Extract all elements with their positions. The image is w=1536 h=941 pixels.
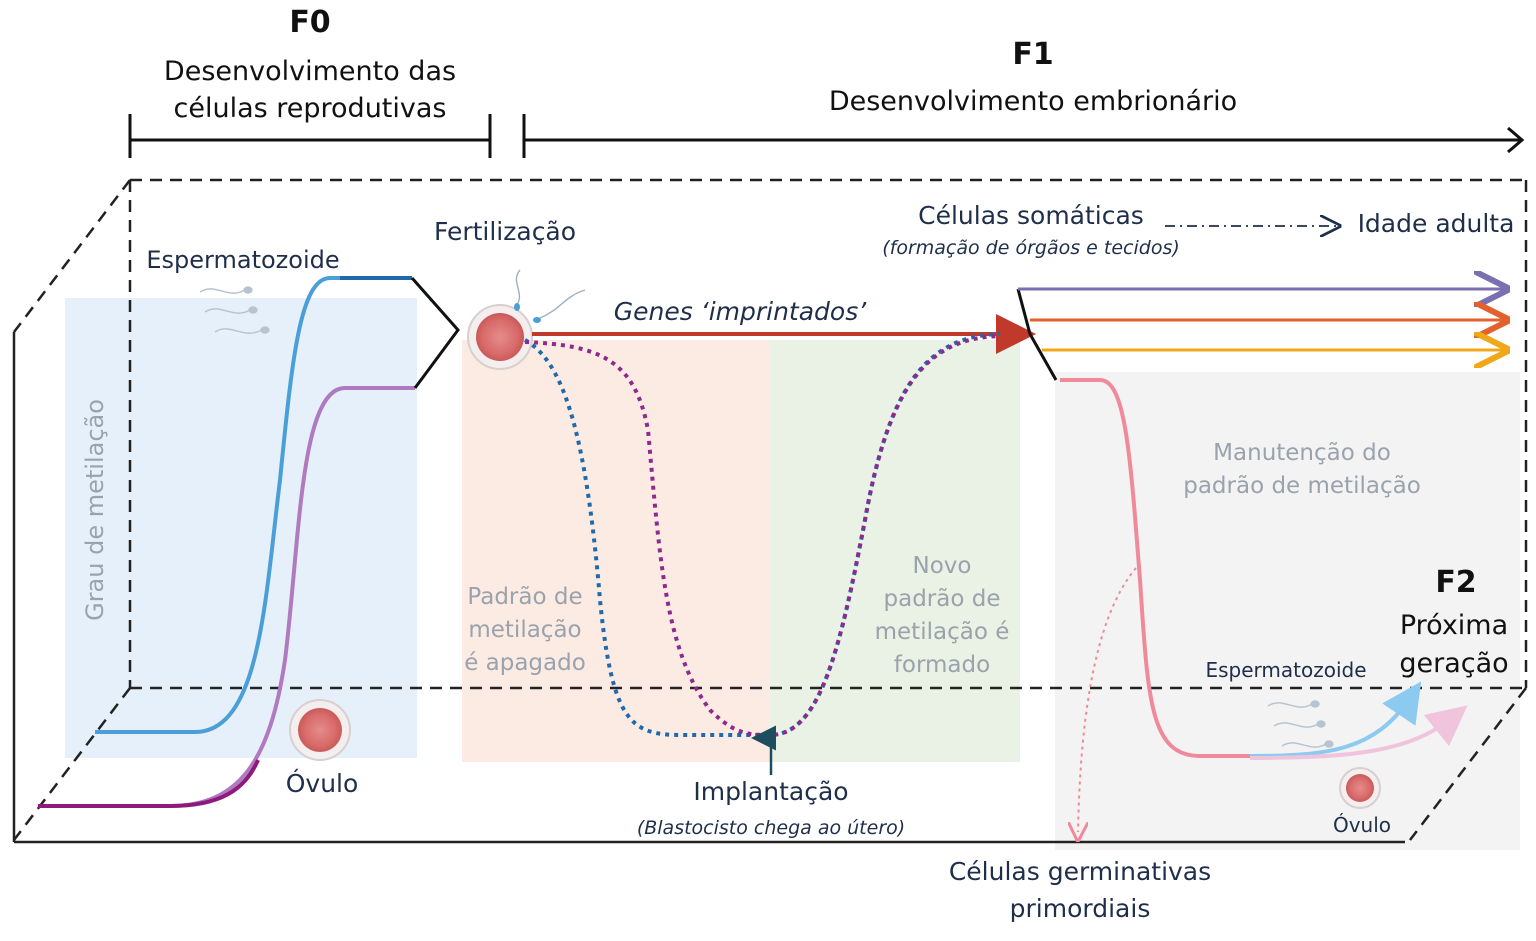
implantation-label: Implantação — [693, 777, 848, 806]
sperm-label: Espermatozoide — [146, 246, 339, 274]
f0-subtitle-line2: células reprodutivas — [174, 93, 447, 124]
egg-curve-dark-start — [38, 759, 260, 808]
sperm-methylation-curve — [95, 276, 412, 734]
germ-cells-line2: primordiais — [1010, 894, 1151, 923]
f0-label: F0 — [289, 5, 330, 40]
panel-new-green — [770, 340, 1020, 762]
implantation-sublabel: (Blastocisto chega ao útero) — [637, 817, 905, 839]
germline-curve — [1060, 378, 1250, 758]
f1-subtitle: Desenvolvimento embrionário — [829, 86, 1237, 117]
f2-ovum-label: Óvulo — [1333, 813, 1391, 837]
panel-f0-blue — [65, 298, 417, 758]
y-axis-label: Grau de metilação — [81, 399, 109, 621]
f1-arrow — [522, 114, 1525, 158]
f2-sperm-label: Espermatozoide — [1205, 658, 1366, 682]
somatic-cells-sublabel: (formação de órgãos e tecidos) — [882, 237, 1180, 259]
germ-cells-line1: Células germinativas — [949, 857, 1211, 886]
next-generation-line2: geração — [1399, 648, 1508, 679]
front-frame — [12, 332, 1405, 844]
ovum-label: Óvulo — [286, 768, 359, 798]
f1-label: F1 — [1012, 37, 1053, 72]
egg-demethylation-curve — [524, 334, 1001, 738]
egg-methylation-curve — [38, 386, 415, 808]
f2-sperm-icon — [1267, 700, 1334, 748]
svg-text:metilação é: metilação é — [875, 619, 1010, 645]
panel-maintenance-grey — [1055, 372, 1520, 850]
convergence-bracket — [410, 277, 460, 389]
zygote-icon — [467, 269, 586, 370]
svg-text:Novo: Novo — [913, 553, 972, 579]
f2-label: F2 — [1435, 565, 1476, 600]
f2-egg-curve — [1249, 705, 1468, 760]
svg-text:metilação: metilação — [468, 617, 581, 643]
f0-bracket — [128, 114, 492, 158]
svg-text:Padrão de: Padrão de — [467, 584, 582, 610]
panel-erase-peach — [462, 340, 772, 762]
f2-ovum-icon — [1339, 767, 1381, 809]
svg-text:é apagado: é apagado — [464, 650, 586, 676]
svg-text:padrão de: padrão de — [884, 586, 1001, 612]
f0-subtitle-line1: Desenvolvimento das — [164, 56, 456, 87]
new-pattern-text: Novo padrão de metilação é formado — [875, 553, 1010, 678]
somatic-cells-label: Células somáticas — [918, 201, 1144, 230]
sperm-icon — [199, 286, 270, 334]
f2-sperm-curve — [1249, 681, 1422, 758]
imprinted-genes-label: Genes ‘imprintados’ — [614, 297, 867, 326]
somatic-branch-line — [1016, 288, 1058, 381]
perspective-box — [13, 178, 1528, 841]
fertilization-label: Fertilização — [434, 217, 576, 246]
svg-text:formado: formado — [894, 652, 990, 678]
next-generation-line1: Próxima — [1400, 610, 1508, 641]
adult-age-label: Idade adulta — [1358, 209, 1515, 238]
svg-text:Manutenção do: Manutenção do — [1213, 440, 1391, 466]
erase-text: Padrão de metilação é apagado — [464, 584, 586, 676]
ovum-icon — [289, 699, 351, 761]
maintenance-text: Manutenção do padrão de metilação — [1183, 440, 1421, 499]
svg-text:padrão de metilação: padrão de metilação — [1183, 473, 1421, 499]
